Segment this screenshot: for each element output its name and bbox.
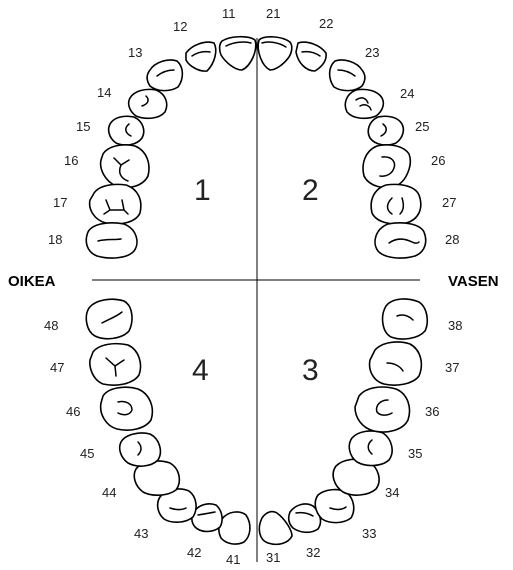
tooth-45[interactable] xyxy=(120,433,161,466)
side-label-left: VASEN xyxy=(448,273,499,290)
tooth-number-43: 43 xyxy=(134,526,148,541)
tooth-number-38: 38 xyxy=(448,318,462,333)
tooth-31[interactable] xyxy=(259,512,292,545)
tooth-41[interactable] xyxy=(219,512,250,544)
tooth-number-31: 31 xyxy=(266,550,280,565)
tooth-13[interactable] xyxy=(147,60,182,91)
tooth-number-28: 28 xyxy=(445,232,459,247)
quadrant-3-label: 3 xyxy=(302,354,319,387)
tooth-number-33: 33 xyxy=(362,526,376,541)
tooth-number-23: 23 xyxy=(365,45,379,60)
teeth-upper-right xyxy=(86,37,255,258)
tooth-number-41: 41 xyxy=(226,552,240,567)
tooth-15[interactable] xyxy=(109,116,144,145)
tooth-number-11: 11 xyxy=(222,6,236,21)
tooth-28[interactable] xyxy=(375,223,426,258)
tooth-number-21: 21 xyxy=(266,6,280,21)
teeth-lower-right xyxy=(86,299,250,544)
tooth-number-13: 13 xyxy=(128,45,142,60)
tooth-number-46: 46 xyxy=(66,404,80,419)
tooth-number-25: 25 xyxy=(415,119,429,134)
tooth-number-27: 27 xyxy=(442,195,456,210)
tooth-18[interactable] xyxy=(86,223,137,258)
tooth-48[interactable] xyxy=(86,299,132,338)
tooth-16[interactable] xyxy=(101,145,149,188)
tooth-35[interactable] xyxy=(349,431,392,466)
tooth-47[interactable] xyxy=(90,344,141,385)
tooth-22[interactable] xyxy=(296,42,326,71)
tooth-number-26: 26 xyxy=(431,153,445,168)
tooth-number-34: 34 xyxy=(385,485,399,500)
teeth-upper-left xyxy=(258,37,426,258)
tooth-number-18: 18 xyxy=(48,232,62,247)
tooth-number-37: 37 xyxy=(445,360,459,375)
tooth-21[interactable] xyxy=(258,37,292,70)
tooth-23[interactable] xyxy=(330,60,365,91)
tooth-number-44: 44 xyxy=(102,485,116,500)
tooth-27[interactable] xyxy=(371,184,421,224)
tooth-11[interactable] xyxy=(220,37,256,70)
tooth-number-42: 42 xyxy=(187,545,201,560)
tooth-26[interactable] xyxy=(363,145,410,188)
tooth-17[interactable] xyxy=(90,184,141,224)
tooth-36[interactable] xyxy=(355,387,410,432)
tooth-number-45: 45 xyxy=(80,446,94,461)
tooth-number-47: 47 xyxy=(50,360,64,375)
side-label-right: OIKEA xyxy=(8,273,56,290)
teeth-lower-left xyxy=(259,299,427,544)
quadrant-4-label: 4 xyxy=(192,354,209,387)
quadrant-2-label: 2 xyxy=(302,174,319,207)
tooth-number-14: 14 xyxy=(97,85,111,100)
tooth-number-17: 17 xyxy=(53,195,67,210)
tooth-number-labels: 11 12 13 14 15 16 17 18 21 22 23 24 25 2… xyxy=(44,6,462,567)
tooth-24[interactable] xyxy=(345,89,383,118)
tooth-14[interactable] xyxy=(129,89,167,118)
tooth-number-22: 22 xyxy=(319,16,333,31)
tooth-number-15: 15 xyxy=(76,119,90,134)
tooth-number-16: 16 xyxy=(64,153,78,168)
tooth-number-35: 35 xyxy=(408,446,422,461)
tooth-number-24: 24 xyxy=(400,86,414,101)
tooth-46[interactable] xyxy=(101,387,153,430)
tooth-number-48: 48 xyxy=(44,318,58,333)
tooth-number-12: 12 xyxy=(173,19,187,34)
tooth-number-32: 32 xyxy=(306,545,320,560)
tooth-37[interactable] xyxy=(370,342,422,385)
quadrant-1-label: 1 xyxy=(194,174,211,207)
tooth-number-36: 36 xyxy=(425,404,439,419)
tooth-12[interactable] xyxy=(186,42,216,71)
tooth-38[interactable] xyxy=(383,299,428,339)
tooth-25[interactable] xyxy=(368,116,403,145)
